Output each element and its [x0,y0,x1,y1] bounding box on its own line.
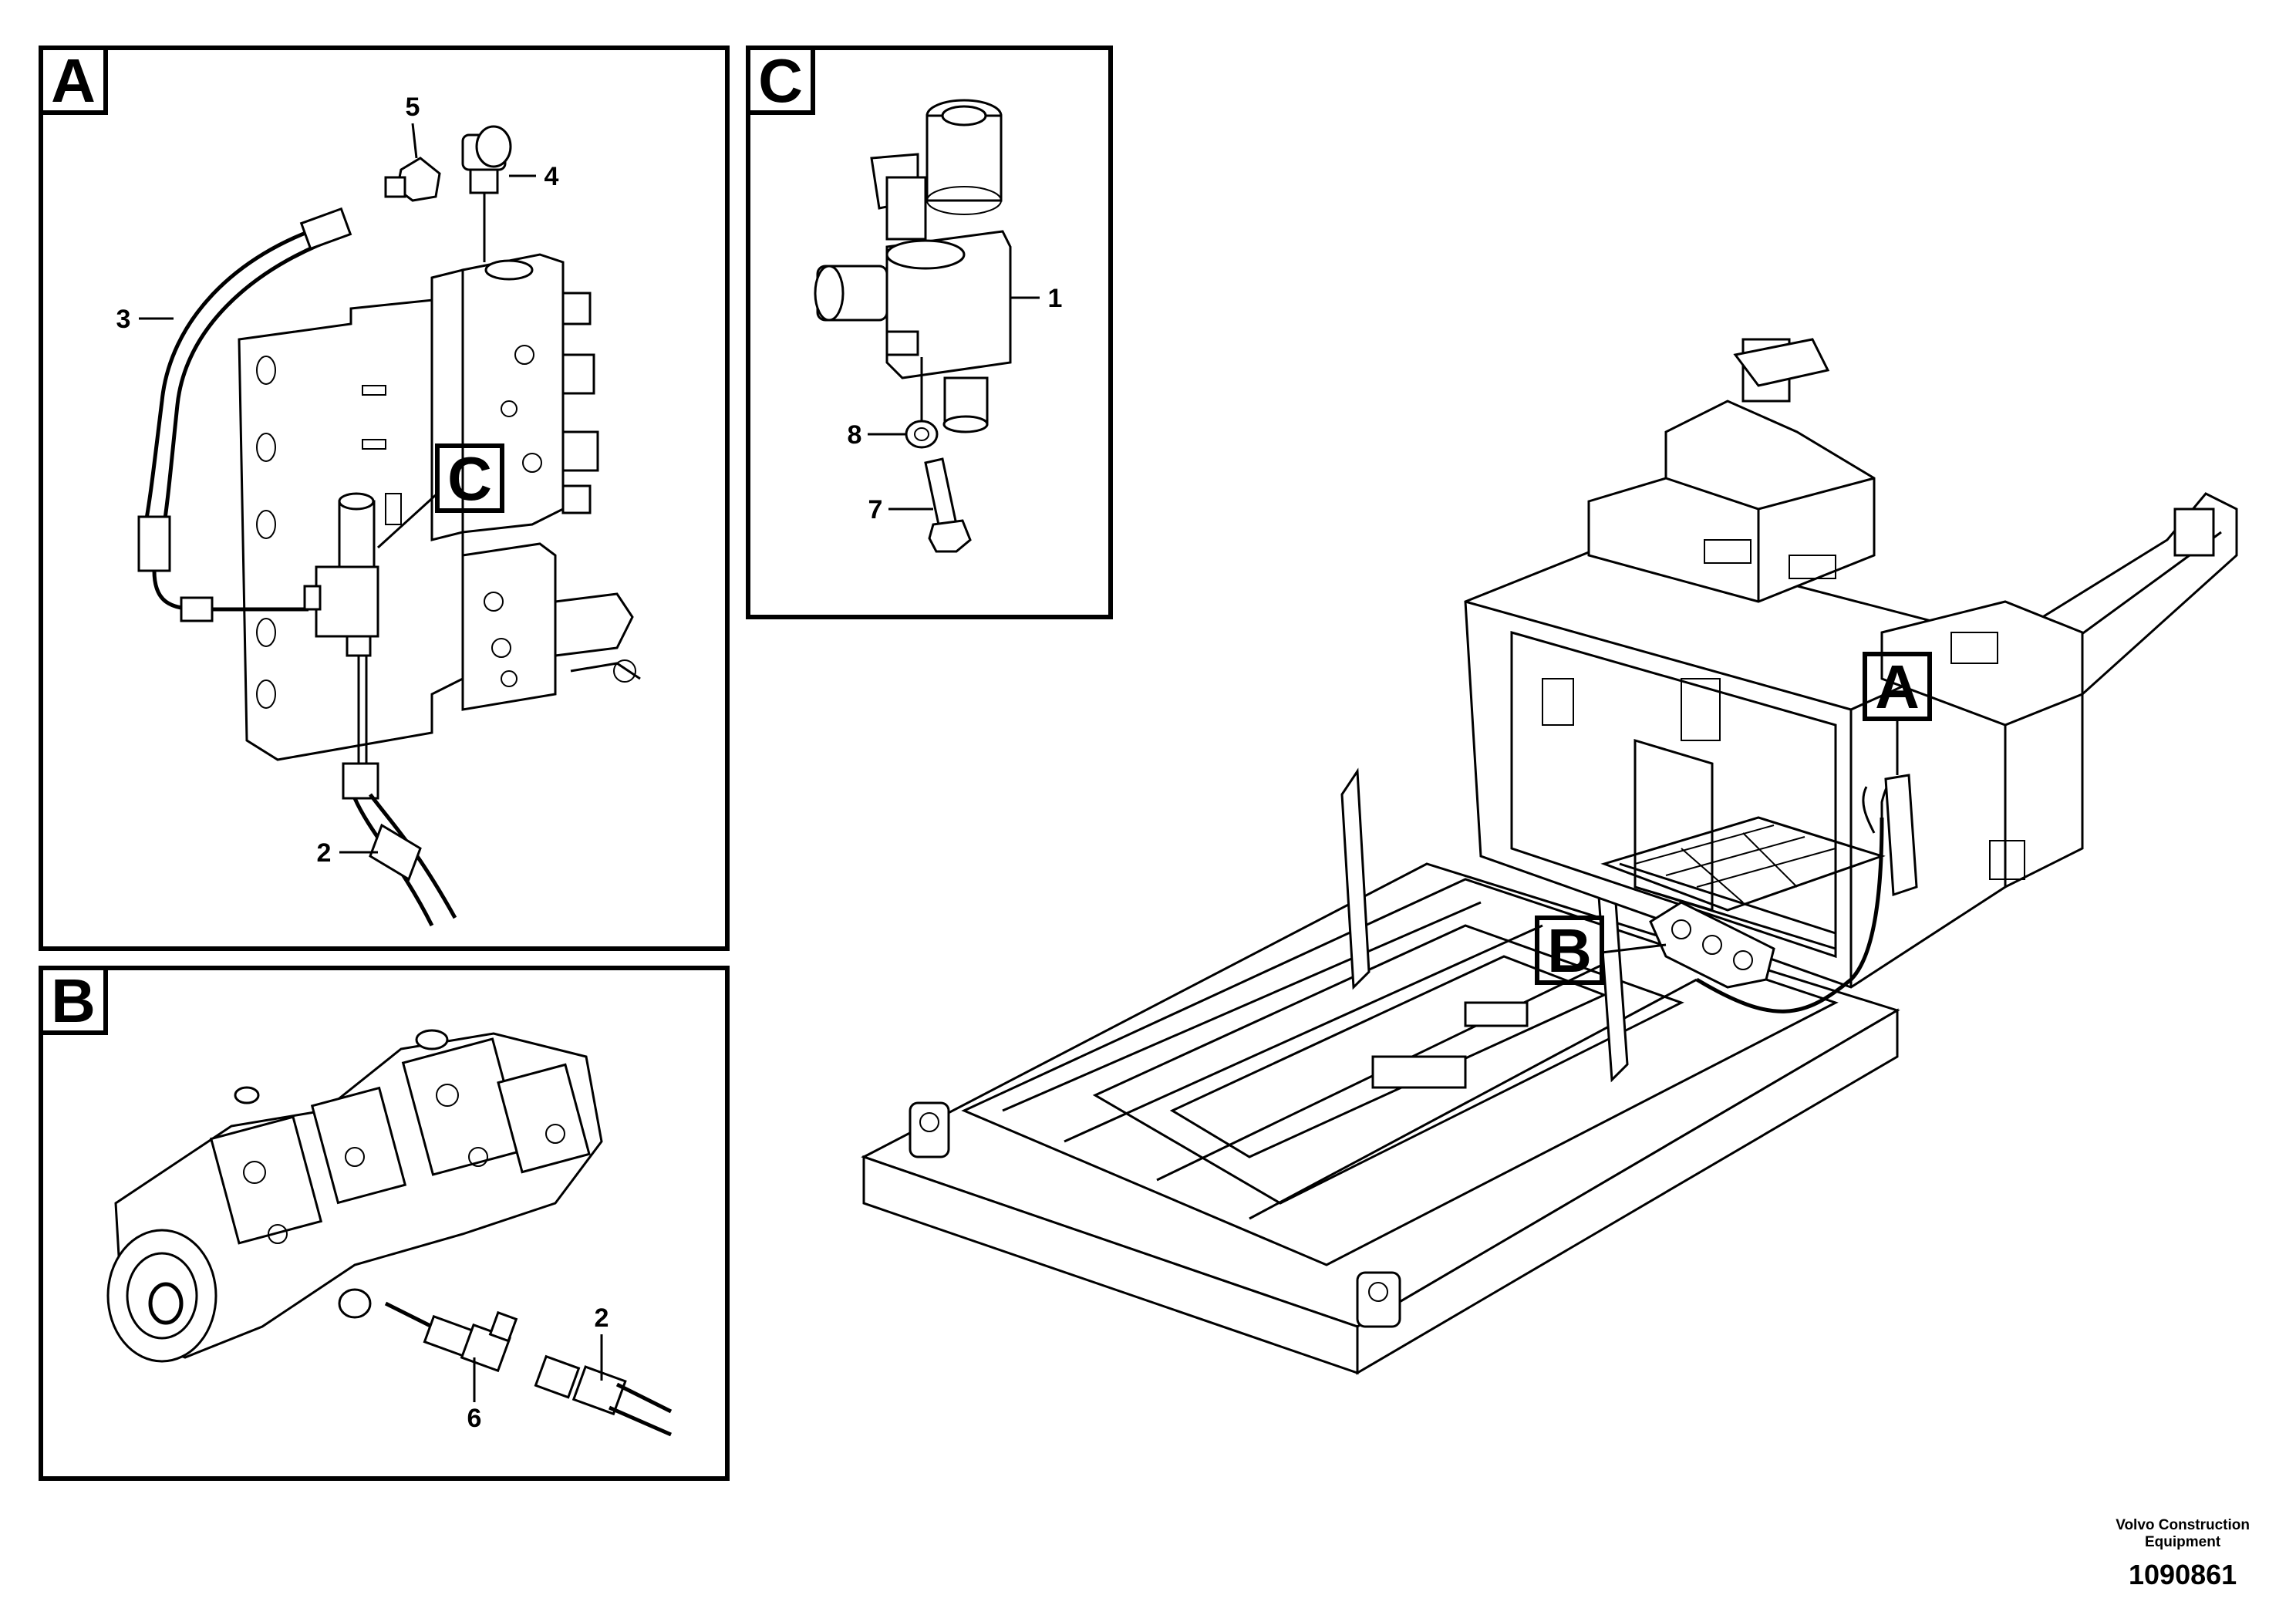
panel-c-letter: C [758,46,803,115]
document-number: 1090861 [2129,1559,2237,1590]
panel-a-ref-letter: C [447,444,492,513]
panel-b-letter: B [51,966,96,1035]
valve-block [430,253,641,711]
callout-3: 3 [116,305,131,334]
elbow-fitting [461,125,512,262]
machine-frame-overview [861,338,2238,1375]
panel-a-letter: A [51,46,96,115]
tee-fitting [384,1301,518,1373]
panel-a-ref-box [435,443,504,513]
straight-fitting [384,157,441,202]
panel-a-frame [39,46,730,951]
leader-5 [411,123,418,159]
panel-c-frame [746,46,1113,619]
overview-label-b: B [1535,916,1667,985]
callout-7: 7 [868,495,883,524]
callout-4: 4 [544,162,559,191]
overview-a-letter: A [1875,653,1920,721]
overview-b-leader [1601,943,1667,954]
hose-assembly [137,207,352,622]
solenoid-valve-small [303,492,379,657]
hose-b [534,1354,673,1437]
overview-b-box [1535,916,1604,985]
bolt [924,457,972,553]
panel-a-letter-box [39,46,108,115]
pump-assembly [106,1029,603,1363]
callout-5: 5 [406,93,420,122]
callout-2-a: 2 [317,838,332,868]
brand-line-2: Equipment [2145,1534,2221,1550]
panel-b: B [39,966,730,1481]
callout-6: 6 [467,1404,482,1433]
lower-hose [342,656,457,927]
callout-2-b: 2 [595,1303,609,1333]
footer: Volvo Construction Equipment 1090861 [2116,1517,2250,1591]
panel-c: C 1 8 7 [746,46,1113,619]
panel-a-ref-leader [376,492,439,549]
panel-b-letter-box [39,966,108,1035]
callout-1: 1 [1048,284,1063,313]
overview-b-letter: B [1547,916,1592,985]
overview-label-a: A [1863,652,1932,775]
panel-c-letter-box [746,46,815,115]
panel-a: A [39,46,730,951]
washer [905,357,939,449]
callout-8: 8 [848,420,862,450]
brand-line-1: Volvo Construction [2116,1517,2250,1533]
panel-b-frame [39,966,730,1481]
solenoid-valve [814,99,1012,433]
